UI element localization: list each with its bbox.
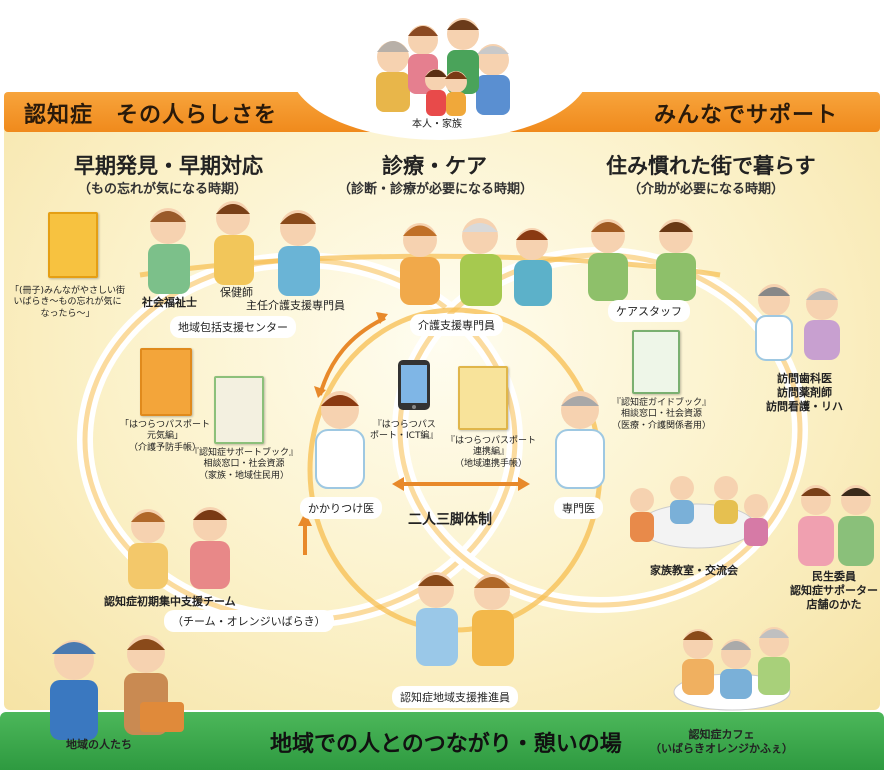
visiting-label: 訪問歯科医 訪問薬剤師 訪問看護・リハ (766, 372, 843, 413)
care-manager-chief-label: 主任介護支援専門員 (246, 299, 345, 312)
smartphone-icon (398, 360, 430, 410)
banner-right-text: みんなでサポート (654, 103, 839, 128)
specialist-doctor-illustration (555, 391, 605, 489)
care-manager-group (400, 218, 552, 306)
initial-team-illustration (128, 507, 230, 589)
welfare-illustration (798, 485, 874, 566)
public-health-nurse-label: 保健師 (220, 286, 253, 299)
initial-team-sub-label: （チーム・オレンジいばらき） (164, 610, 334, 632)
support-book-image (214, 376, 264, 444)
genki-passport-image (140, 348, 192, 416)
renkei-passport-image (458, 366, 508, 430)
specialist-label: 専門医 (554, 497, 603, 519)
phase-1-title: 早期発見・早期対応 (74, 154, 263, 178)
guide-book-caption: 『認知症ガイドブック』 相談窓口・社会資源 （医療・介護関係者用） (612, 398, 712, 431)
cafe-label: 認知症カフェ （いばらきオレンジかふぇ） (650, 728, 793, 755)
care-manager-label: 介護支援専門員 (410, 314, 503, 336)
genki-passport-caption: 「はつらつパスポート 元気編」 （介護予防手帳） (120, 420, 211, 453)
family-class-label: 家族教室・交流会 (650, 564, 738, 577)
initial-team-label: 認知症初期集中支援チーム (104, 595, 236, 608)
left-group-people (148, 201, 320, 296)
cafe-illustration (673, 627, 791, 711)
phase-1-subtitle: （もの忘れが気になる時期） (78, 182, 248, 197)
gp-label: かかりつけ医 (300, 497, 383, 519)
care-staff-label: ケアスタッフ (608, 300, 690, 322)
comprehensive-center-label: 地域包括支援センター (170, 316, 296, 338)
guide-book-image (632, 330, 680, 394)
banner-left-text: 認知症 その人らしさを (24, 103, 278, 128)
promoter-label: 認知症地域支援推進員 (392, 686, 518, 708)
arrowheads (298, 312, 530, 526)
bottom-main-text: 地域での人とのつながり・憩いの場 (270, 732, 622, 757)
family-label: 本人・家族 (412, 119, 462, 130)
welfare-label: 民生委員 認知症サポーター 店舗のかた (790, 570, 878, 611)
phase-3-title: 住み慣れた街で暮らす (606, 154, 816, 178)
social-worker-label: 社会福祉士 (142, 296, 197, 309)
renkei-passport-caption: 『はつらつパスポート 連携編』 （地域連携手帳） (446, 436, 537, 469)
booklet-image (48, 212, 98, 278)
support-book-caption: 『認知症サポートブック』 相談窓口・社会資源 （家族・地域住民用） (190, 448, 299, 481)
locals-illustration (50, 635, 184, 740)
gp-doctor-illustration (315, 391, 365, 489)
phase-2-subtitle: （診断・診療が必要になる時期） (338, 182, 534, 197)
arrow-gp-caremanager (318, 316, 386, 396)
ict-passport-caption: 『はつらつパス ポート・ICT編』 (370, 420, 439, 442)
tripod-label: 二人三脚体制 (408, 512, 492, 528)
phase-2-title: 診療・ケア (382, 154, 487, 178)
top-arc (139, 253, 721, 278)
promoter-illustration (416, 572, 514, 666)
phase-3-subtitle: （介助が必要になる時期） (628, 182, 785, 197)
family-illustration (376, 18, 510, 116)
booklet-caption: 「(冊子)みんながやさしい街 いばらき～もの忘れが気に なったら～」 (10, 286, 126, 319)
family-class-illustration (630, 476, 768, 549)
care-staff-illustration (588, 219, 696, 301)
visiting-professionals-illustration (755, 284, 840, 361)
locals-label: 地域の人たち (66, 738, 132, 751)
